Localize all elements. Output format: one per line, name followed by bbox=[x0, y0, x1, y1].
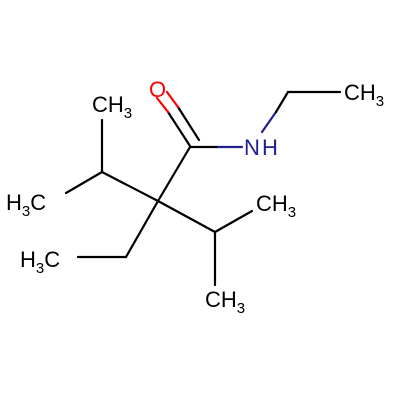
lower-isopropyl-methyl-right-main: CH bbox=[256, 191, 288, 216]
oxygen-label: O bbox=[149, 77, 166, 102]
ethyl-methyl-main: H bbox=[20, 247, 36, 272]
upper-isopropyl-methyl-top-label: CH3 bbox=[92, 92, 132, 122]
carbonyl-to-quaternary-bond bbox=[156, 145, 192, 203]
n-ethyl-bond-carbon-part bbox=[274, 90, 290, 114]
upper-isopropyl-methyl-left-label: H3C bbox=[6, 190, 46, 220]
atom-labels: O N H CH3 CH3 H3C H3C CH3 CH3 bbox=[6, 77, 384, 317]
bonds bbox=[64, 90, 342, 287]
upper-isopropyl-methyl-bond-left bbox=[64, 170, 104, 195]
n-ethyl-methyl-label: CH3 bbox=[344, 80, 384, 110]
carbonyl-double-bond-b bbox=[176, 105, 201, 142]
upper-isopropyl-methyl-top-main: CH bbox=[92, 92, 124, 117]
quaternary-to-lower-isopropyl-bond bbox=[156, 199, 217, 234]
lower-isopropyl-methyl-right-label: CH3 bbox=[256, 191, 296, 221]
ethyl-methyl-subscript: 3 bbox=[36, 260, 44, 277]
n-ethyl-methyl-main: CH bbox=[344, 80, 376, 105]
upper-isopropyl-methyl-left-subscript: 3 bbox=[22, 203, 30, 220]
upper-isopropyl-methyl-top-subscript: 3 bbox=[124, 105, 132, 122]
carbonyl-double-bond-b-red bbox=[165, 90, 180, 109]
ethyl-methyl-tail: C bbox=[44, 247, 60, 272]
quaternary-to-upper-isopropyl-bond bbox=[100, 170, 160, 203]
carbonyl-double-bond-a bbox=[166, 110, 192, 148]
n-ethyl-methyl-subscript: 3 bbox=[376, 93, 384, 110]
upper-isopropyl-methyl-left-tail: C bbox=[30, 190, 46, 215]
n-ethyl-bond-nitrogen-part bbox=[260, 110, 278, 134]
nitrogen-hydrogen-label: H bbox=[262, 135, 278, 160]
lower-isopropyl-methyl-bottom-subscript: 3 bbox=[237, 300, 245, 317]
lower-isopropyl-methyl-bond-right bbox=[213, 209, 254, 234]
lower-isopropyl-methyl-bottom-main: CH bbox=[205, 287, 237, 312]
lower-isopropyl-methyl-right-subscript: 3 bbox=[288, 204, 296, 221]
quaternary-to-ethyl-bond bbox=[124, 199, 160, 259]
nitrogen-label: N bbox=[244, 135, 260, 160]
carbonyl-double-bond-a-red bbox=[155, 96, 170, 114]
ethyl-methyl-label: H3C bbox=[20, 247, 60, 277]
lower-isopropyl-methyl-bottom-label: CH3 bbox=[205, 287, 245, 317]
upper-isopropyl-methyl-left-main: H bbox=[6, 190, 22, 215]
